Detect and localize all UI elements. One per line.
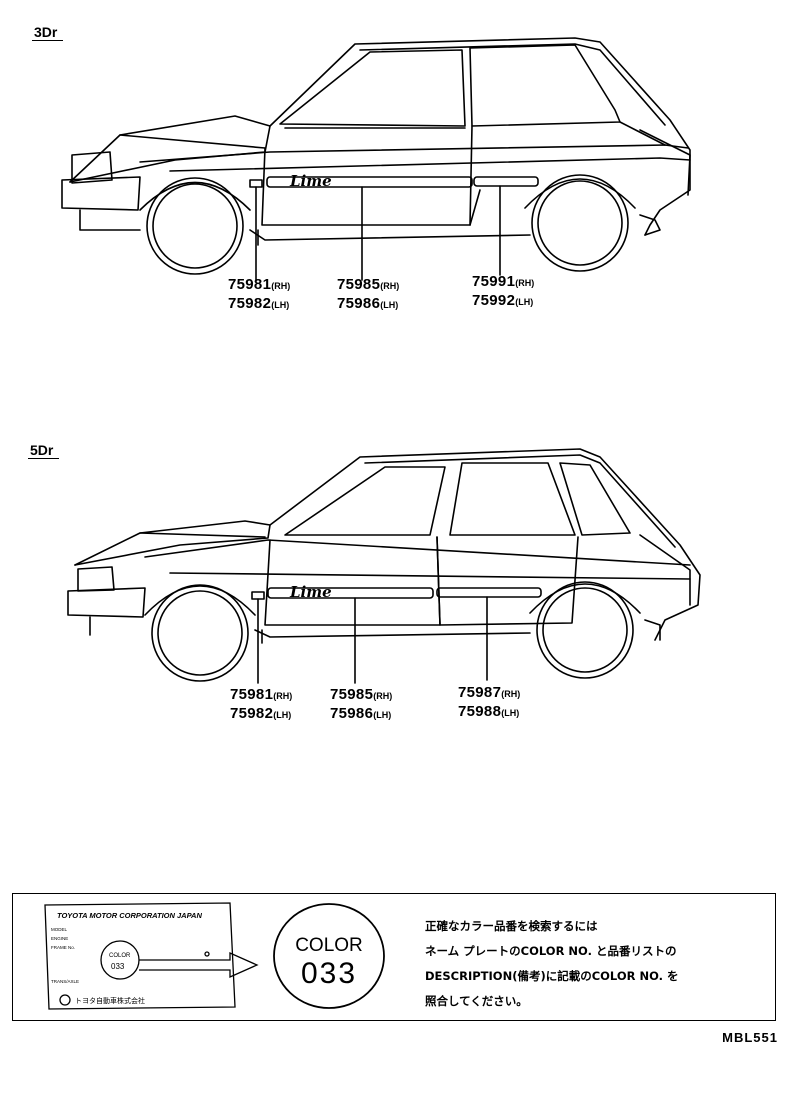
part-number-lh: 75982 bbox=[230, 705, 274, 722]
part-callout-3dr-3: 75991(RH) 75992(LH) bbox=[472, 273, 535, 309]
plate-field-trans: TRANS/AXLE bbox=[51, 979, 79, 984]
color-instructions: 正確なカラー品番を検索するには ネーム プレートのCOLOR NO. と品番リス… bbox=[425, 914, 679, 1014]
part-callout-3dr-1: 75981(RH) 75982(LH) bbox=[228, 276, 291, 312]
color-info-box: TOYOTA MOTOR CORPORATION JAPAN MODEL ENG… bbox=[12, 893, 776, 1021]
section-label-3dr: 3Dr bbox=[32, 24, 64, 41]
color-badge-code: 033 bbox=[301, 957, 357, 990]
part-number-rh: 75981 bbox=[230, 686, 274, 703]
part-number-lh: 75992 bbox=[472, 292, 516, 309]
plate-maker: TOYOTA MOTOR CORPORATION JAPAN bbox=[57, 911, 202, 920]
plate-field-engine: ENGINE bbox=[51, 936, 68, 941]
plate-mini-color-label: COLOR bbox=[109, 953, 131, 959]
part-number-rh: 75991 bbox=[472, 273, 516, 290]
plate-mini-color-code: 033 bbox=[111, 962, 125, 971]
part-number-lh: 75982 bbox=[228, 295, 272, 312]
color-badge: COLOR 033 bbox=[273, 903, 385, 1009]
part-callout-5dr-2: 75985(RH) 75986(LH) bbox=[330, 686, 393, 722]
part-number-rh: 75985 bbox=[330, 686, 374, 703]
instruction-line: DESCRIPTION(備考)に記載のCOLOR NO. を bbox=[425, 969, 679, 983]
plate-maker-jp: トヨタ自動車株式会社 bbox=[75, 996, 145, 1005]
instruction-line: 正確なカラー品番を検索するには bbox=[425, 919, 598, 933]
car-3dr-illustration: Lime bbox=[61, 37, 691, 281]
emblem-3dr: Lime bbox=[289, 172, 332, 190]
plate-field-model: MODEL bbox=[51, 927, 68, 932]
part-number-rh: 75985 bbox=[337, 276, 381, 293]
part-number-lh: 75986 bbox=[330, 705, 374, 722]
part-number-lh: 75986 bbox=[337, 295, 381, 312]
car-5dr-illustration: Lime bbox=[67, 448, 701, 684]
diagram-code: MBL551 bbox=[722, 1030, 778, 1045]
part-callout-5dr-3: 75987(RH) 75988(LH) bbox=[458, 684, 521, 720]
section-label-5dr: 5Dr bbox=[28, 442, 60, 459]
part-number-rh: 75981 bbox=[228, 276, 272, 293]
part-number-rh: 75987 bbox=[458, 684, 502, 701]
color-badge-label: COLOR bbox=[295, 935, 363, 956]
part-callout-5dr-1: 75981(RH) 75982(LH) bbox=[230, 686, 293, 722]
part-callout-3dr-2: 75985(RH) 75986(LH) bbox=[337, 276, 400, 312]
instruction-line: ネーム プレートのCOLOR NO. と品番リストの bbox=[425, 944, 677, 958]
name-plate-illustration: TOYOTA MOTOR CORPORATION JAPAN MODEL ENG… bbox=[44, 902, 259, 1010]
emblem-5dr: Lime bbox=[289, 583, 332, 601]
part-number-lh: 75988 bbox=[458, 703, 502, 720]
plate-field-frame: FRAME No. bbox=[51, 945, 75, 950]
instruction-line: 照合してください。 bbox=[425, 994, 528, 1008]
